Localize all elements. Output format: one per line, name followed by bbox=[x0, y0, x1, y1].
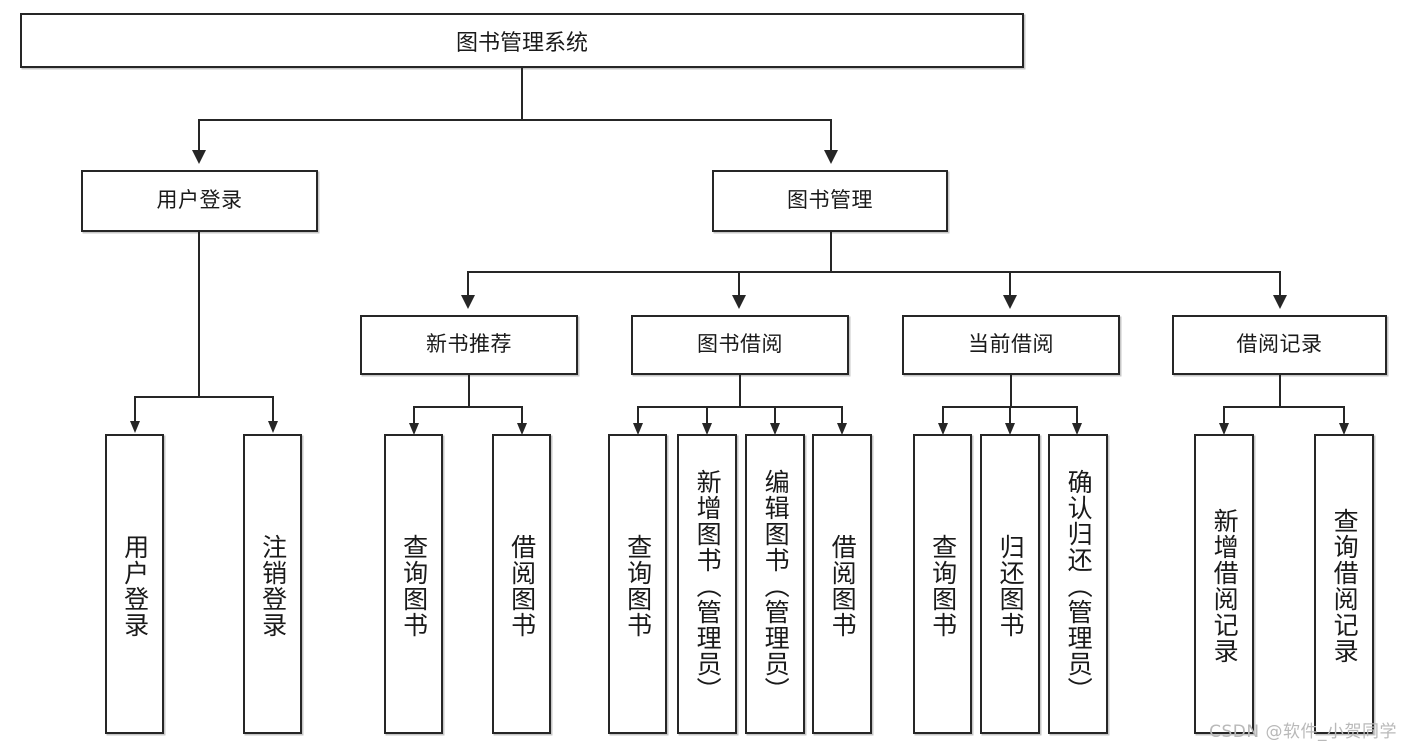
arrow-leaf-borrow-book-1 bbox=[517, 423, 527, 435]
arrow-leaf-logout-login bbox=[268, 421, 278, 433]
node-label: 查询图书 bbox=[623, 534, 653, 638]
node-label: 确认归还（管理员） bbox=[1064, 469, 1094, 703]
edge-cb-drop-2 bbox=[1009, 406, 1011, 424]
node-label: 新书推荐 bbox=[426, 332, 512, 357]
edge-nbr-stem bbox=[468, 375, 470, 407]
edge-nbr-drop-2 bbox=[521, 406, 523, 424]
node-label: 新增借阅记录 bbox=[1210, 508, 1240, 664]
edge-nbr-drop-1 bbox=[413, 406, 415, 424]
edge-level3-bus bbox=[467, 271, 1280, 273]
node-leaf-add-book[interactable]: 新增图书（管理员） bbox=[677, 434, 737, 734]
edge-root-stem bbox=[521, 68, 523, 120]
node-label: 查询图书 bbox=[399, 534, 429, 638]
node-label: 编辑图书（管理员） bbox=[761, 469, 791, 703]
arrow-leaf-add-record bbox=[1219, 423, 1229, 435]
node-label: 归还图书 bbox=[996, 534, 1026, 638]
watermark-text: CSDN @软件_小贺同学 bbox=[1209, 722, 1397, 742]
node-leaf-edit-book[interactable]: 编辑图书（管理员） bbox=[745, 434, 805, 734]
node-leaf-query-record[interactable]: 查询借阅记录 bbox=[1314, 434, 1374, 734]
node-leaf-user-login[interactable]: 用户登录 bbox=[105, 434, 164, 734]
node-root-system[interactable]: 图书管理系统 bbox=[20, 13, 1024, 68]
edge-to-user-login bbox=[198, 119, 200, 151]
node-current-borrow[interactable]: 当前借阅 bbox=[902, 315, 1120, 375]
edge-book-manage-stem bbox=[830, 232, 832, 272]
edge-level3-drop-3 bbox=[1009, 271, 1011, 296]
edge-user-login-stem bbox=[198, 232, 200, 397]
node-book-manage[interactable]: 图书管理 bbox=[712, 170, 948, 232]
node-leaf-return-book[interactable]: 归还图书 bbox=[980, 434, 1040, 734]
node-leaf-borrow-book-1[interactable]: 借阅图书 bbox=[492, 434, 551, 734]
node-book-borrow[interactable]: 图书借阅 bbox=[631, 315, 849, 375]
node-leaf-add-record[interactable]: 新增借阅记录 bbox=[1194, 434, 1254, 734]
node-label: 新增图书（管理员） bbox=[693, 469, 723, 703]
arrow-to-new-book-recommend bbox=[461, 295, 475, 309]
edge-bb-drop-1 bbox=[637, 406, 639, 424]
node-leaf-query-book-1[interactable]: 查询图书 bbox=[384, 434, 443, 734]
edge-level3-drop-1 bbox=[467, 271, 469, 296]
node-label: 用户登录 bbox=[156, 188, 243, 213]
arrow-leaf-return-book bbox=[1005, 423, 1015, 435]
node-label: 查询借阅记录 bbox=[1330, 508, 1360, 664]
node-leaf-borrow-book-2[interactable]: 借阅图书 bbox=[812, 434, 872, 734]
edge-level3-drop-2 bbox=[738, 271, 740, 296]
edge-bb-drop-2 bbox=[706, 406, 708, 424]
edge-bb-stem bbox=[739, 375, 741, 407]
arrow-leaf-query-book-1 bbox=[409, 423, 419, 435]
edge-bb-drop-4 bbox=[841, 406, 843, 424]
edge-cb-stem bbox=[1010, 375, 1012, 407]
node-label: 借阅图书 bbox=[507, 534, 537, 638]
edge-bb-drop-3 bbox=[774, 406, 776, 424]
node-leaf-confirm-return[interactable]: 确认归还（管理员） bbox=[1048, 434, 1108, 734]
edge-br-stem bbox=[1279, 375, 1281, 407]
edge-user-login-drop-2 bbox=[272, 396, 274, 422]
edge-bb-bus bbox=[637, 406, 843, 408]
edge-cb-drop-1 bbox=[942, 406, 944, 424]
arrow-to-book-borrow bbox=[732, 295, 746, 309]
arrow-to-user-login bbox=[192, 150, 206, 164]
arrow-leaf-query-book-2 bbox=[633, 423, 643, 435]
edge-nbr-bus bbox=[413, 406, 523, 408]
node-label: 用户登录 bbox=[120, 534, 150, 638]
edge-br-drop-2 bbox=[1343, 406, 1345, 424]
edge-to-book-manage bbox=[830, 119, 832, 151]
node-label: 注销登录 bbox=[258, 534, 288, 638]
arrow-to-borrow-record bbox=[1273, 295, 1287, 309]
arrow-leaf-query-book-3 bbox=[938, 423, 948, 435]
node-label: 当前借阅 bbox=[968, 332, 1054, 357]
edge-user-login-drop-1 bbox=[134, 396, 136, 422]
node-label: 查询图书 bbox=[928, 534, 958, 638]
node-borrow-record[interactable]: 借阅记录 bbox=[1172, 315, 1387, 375]
node-label: 图书管理 bbox=[787, 188, 873, 213]
edge-br-bus bbox=[1223, 406, 1345, 408]
edge-level2-bus bbox=[198, 119, 832, 121]
node-leaf-query-book-2[interactable]: 查询图书 bbox=[608, 434, 667, 734]
arrow-leaf-borrow-book-2 bbox=[837, 423, 847, 435]
arrow-leaf-user-login bbox=[130, 421, 140, 433]
node-user-login[interactable]: 用户登录 bbox=[81, 170, 318, 232]
edge-level3-drop-4 bbox=[1279, 271, 1281, 296]
arrow-leaf-add-book bbox=[702, 423, 712, 435]
edge-user-login-bus bbox=[134, 396, 273, 398]
node-label: 图书借阅 bbox=[697, 332, 783, 357]
node-leaf-logout-login[interactable]: 注销登录 bbox=[243, 434, 302, 734]
arrow-to-current-borrow bbox=[1003, 295, 1017, 309]
arrow-leaf-edit-book bbox=[770, 423, 780, 435]
edge-cb-drop-3 bbox=[1076, 406, 1078, 424]
node-new-book-recommend[interactable]: 新书推荐 bbox=[360, 315, 578, 375]
node-label: 借阅图书 bbox=[828, 534, 858, 638]
arrow-leaf-query-record bbox=[1339, 423, 1349, 435]
edge-br-drop-1 bbox=[1223, 406, 1225, 424]
node-label: 借阅记录 bbox=[1236, 332, 1323, 357]
node-leaf-query-book-3[interactable]: 查询图书 bbox=[913, 434, 972, 734]
node-label: 图书管理系统 bbox=[455, 30, 588, 56]
arrow-to-book-manage bbox=[824, 150, 838, 164]
arrow-leaf-confirm-return bbox=[1072, 423, 1082, 435]
